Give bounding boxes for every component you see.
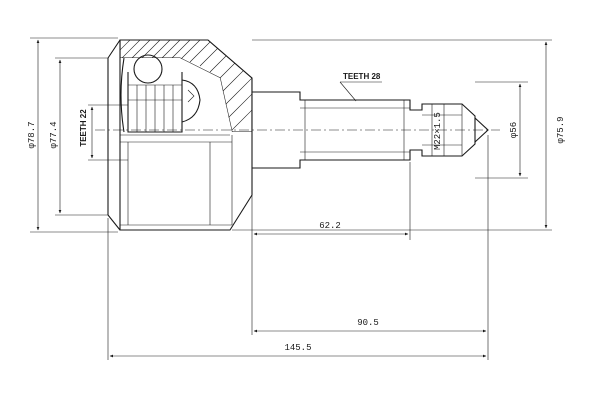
dim-label-dia-right: φ56 — [509, 122, 519, 138]
joint-housing — [107, 39, 253, 231]
dim-label-len-shaft: 90.5 — [357, 318, 379, 328]
dim-dia-right-max: φ75.9 — [232, 39, 566, 231]
dim-label-dia-outer-max: φ78.7 — [27, 121, 37, 148]
housing-section-hatch — [120, 40, 252, 132]
dim-label-len-total: 145.5 — [284, 343, 311, 353]
dim-len-shaft: 90.5 — [251, 135, 489, 360]
dim-label-thread: M22×1.5 — [433, 112, 443, 150]
shaft — [252, 91, 489, 169]
dim-teeth-outer: TEETH 28 — [339, 72, 382, 102]
ball — [133, 54, 163, 84]
dim-label-dia-right-max: φ75.9 — [556, 116, 566, 143]
dim-label-teeth-outer: TEETH 28 — [343, 72, 381, 81]
dim-dia-outer: φ77.4 — [49, 57, 108, 216]
dim-label-teeth-inner: TEETH 22 — [79, 109, 88, 147]
dim-dia-right: φ56 — [475, 81, 528, 179]
dim-label-len-spline: 62.2 — [319, 221, 341, 231]
dim-len-total: 145.5 — [107, 218, 487, 360]
dim-label-dia-outer: φ77.4 — [49, 121, 59, 148]
dim-dia-outer-max: φ78.7 — [27, 37, 118, 233]
inner-race-assembly — [120, 54, 201, 133]
dim-teeth-inner: TEETH 22 — [79, 104, 128, 161]
dim-len-spline: 62.2 — [251, 162, 411, 240]
